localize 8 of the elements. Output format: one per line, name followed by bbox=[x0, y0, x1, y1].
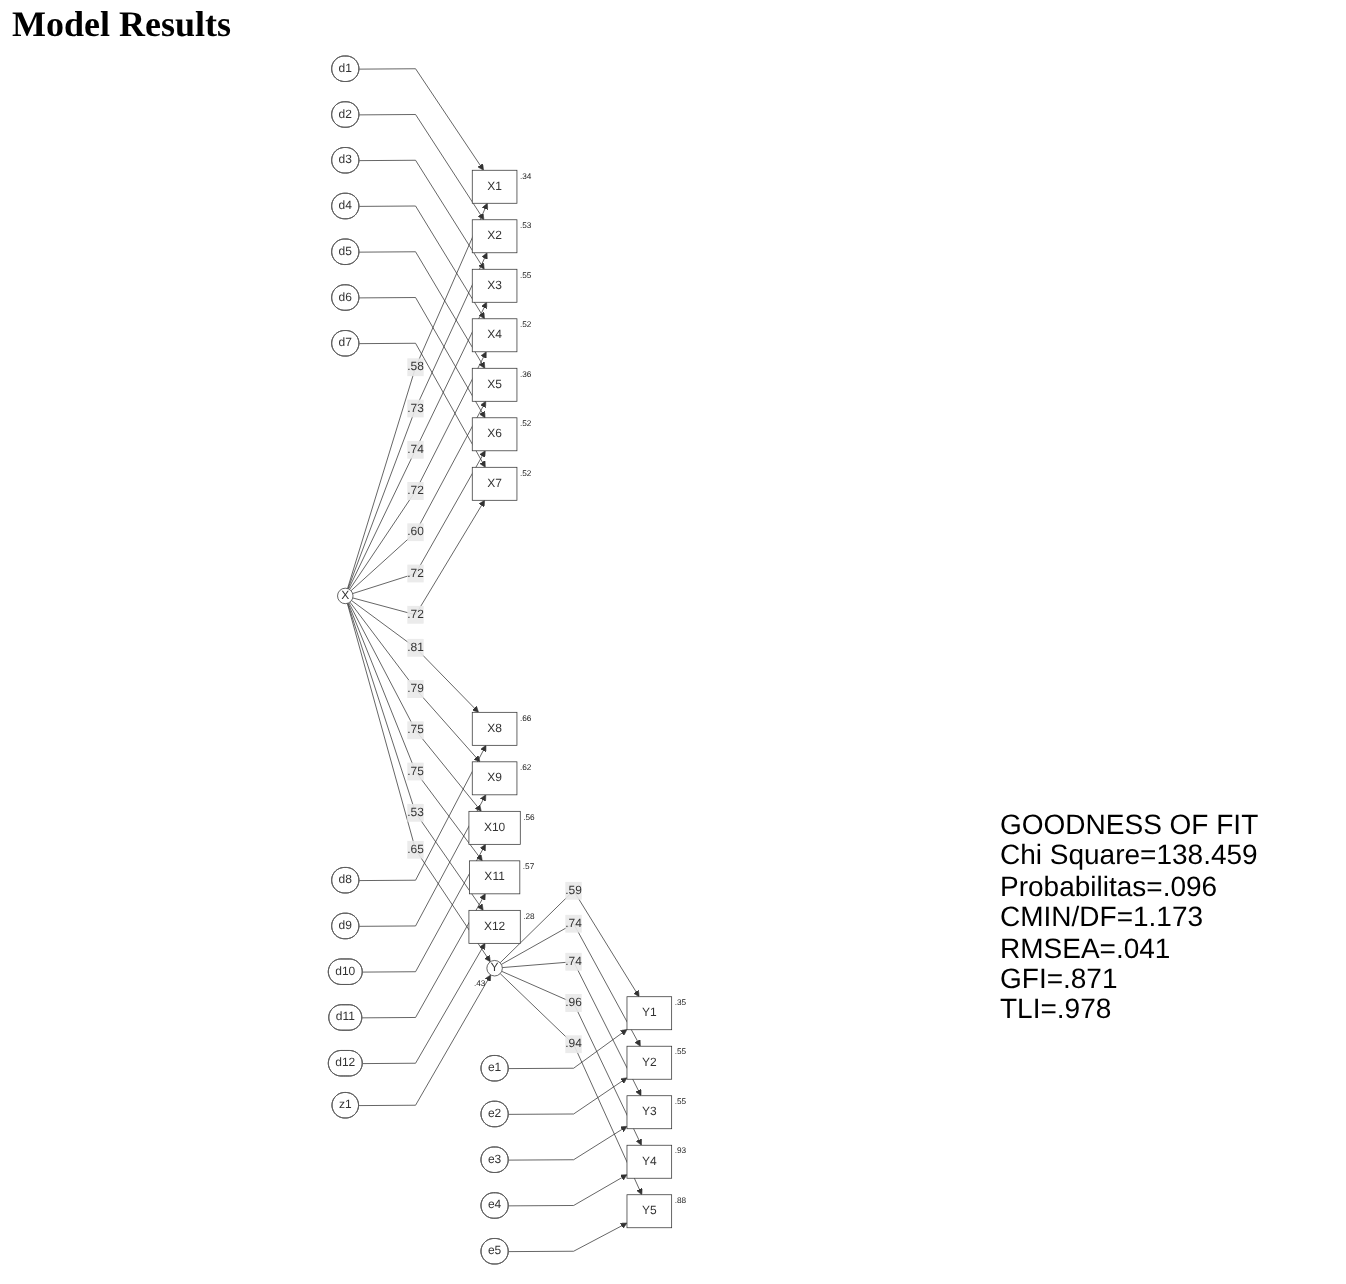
fit-statistic: Probabilitas=.096 bbox=[1000, 871, 1218, 903]
diagram-title: Model Results bbox=[12, 4, 233, 46]
fit-statistic: TLI=.978 bbox=[1000, 994, 1114, 1026]
fit-statistic: Chi Square=138.459 bbox=[1000, 840, 1259, 872]
fit-statistic: GOODNESS OF FIT bbox=[1000, 810, 1259, 841]
fit-statistic: CMIN/DF=1.173 bbox=[1000, 902, 1206, 934]
fit-statistic: GFI=.871 bbox=[1000, 963, 1120, 995]
fit-statistic: RMSEA=.041 bbox=[1000, 933, 1173, 964]
